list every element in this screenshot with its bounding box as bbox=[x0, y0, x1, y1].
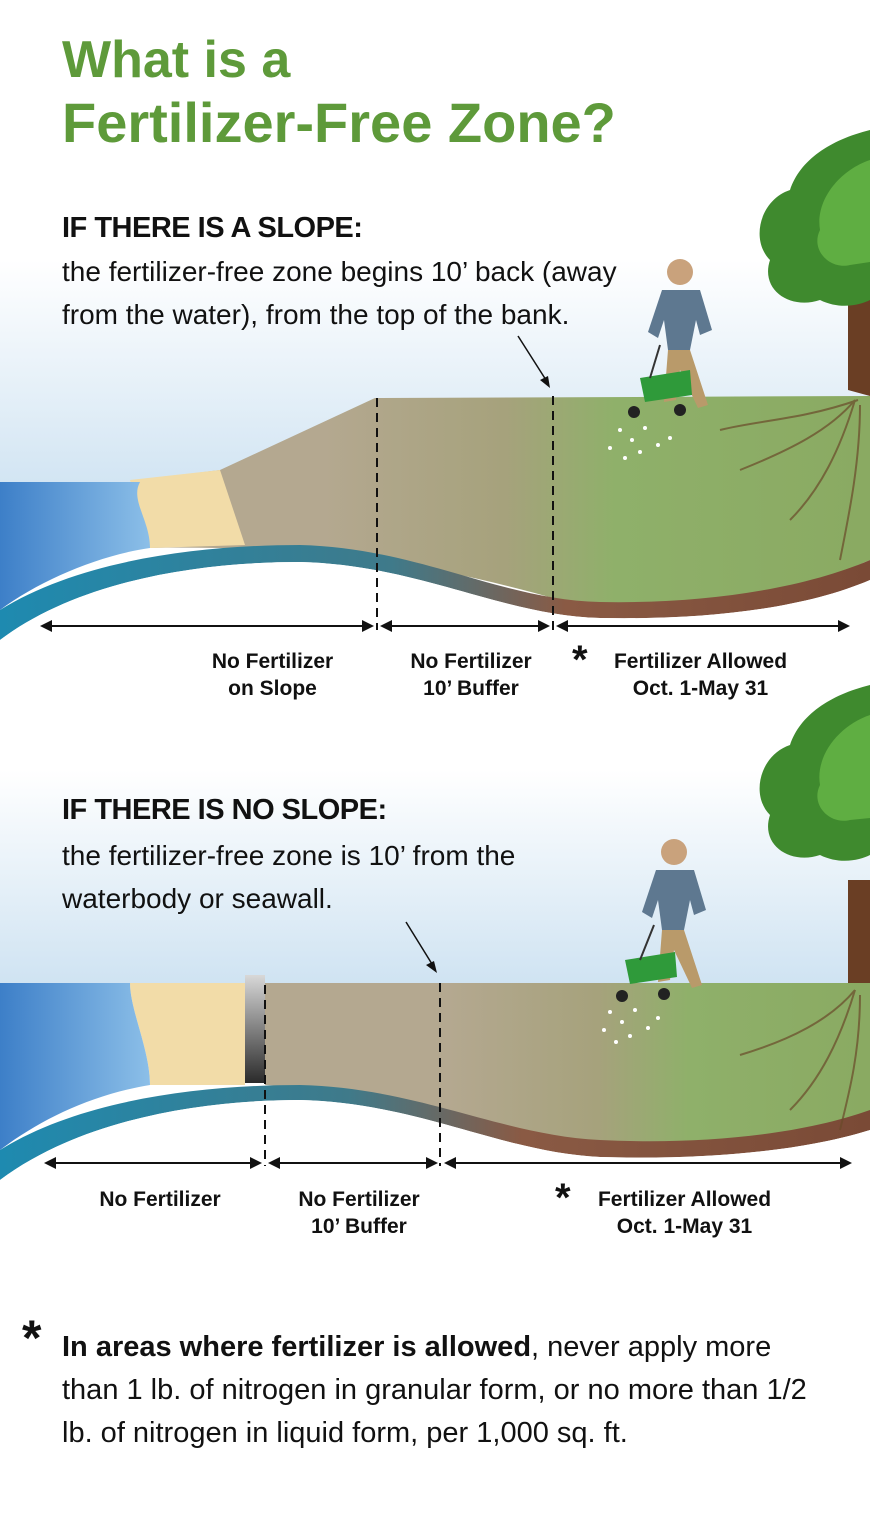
slope-label-no-fertilizer-slope: No Fertilizer on Slope bbox=[211, 650, 334, 700]
title-line-1: What is a bbox=[62, 31, 291, 89]
footnote: In areas where fertilizer is allowed, ne… bbox=[62, 1326, 822, 1455]
footnote-bold: In areas where fertilizer is allowed bbox=[62, 1331, 532, 1363]
person-spreader-icon bbox=[608, 259, 712, 460]
no-slope-asterisk: * bbox=[555, 1176, 571, 1220]
slope-label-buffer: No Fertilizer 10’ Buffer bbox=[410, 650, 532, 700]
person-spreader-icon bbox=[602, 839, 706, 1044]
slope-heading: IF THERE IS A SLOPE: bbox=[62, 212, 363, 244]
no-slope-heading: IF THERE IS NO SLOPE: bbox=[62, 794, 387, 826]
no-slope-label-allowed: Fertilizer Allowed Oct. 1-May 31 bbox=[597, 1188, 772, 1238]
slope-description: the fertilizer-free zone begins 10’ back… bbox=[62, 256, 617, 330]
footnote-rest: , never apply more than 1 lb. of nitroge… bbox=[62, 1331, 807, 1449]
footnote-asterisk: * bbox=[22, 1310, 42, 1366]
no-slope-label-buffer: No Fertilizer 10’ Buffer bbox=[298, 1188, 420, 1238]
no-slope-scene bbox=[0, 685, 870, 1190]
title-line-2: Fertilizer-Free Zone? bbox=[62, 91, 616, 154]
seawall bbox=[245, 975, 265, 1083]
slope-scene bbox=[0, 130, 870, 640]
slope-label-allowed: Fertilizer Allowed Oct. 1-May 31 bbox=[613, 650, 788, 700]
no-slope-description: the fertilizer-free zone is 10’ from the… bbox=[62, 840, 516, 914]
no-slope-label-no-fertilizer: No Fertilizer bbox=[99, 1188, 221, 1211]
slope-asterisk: * bbox=[572, 638, 588, 682]
